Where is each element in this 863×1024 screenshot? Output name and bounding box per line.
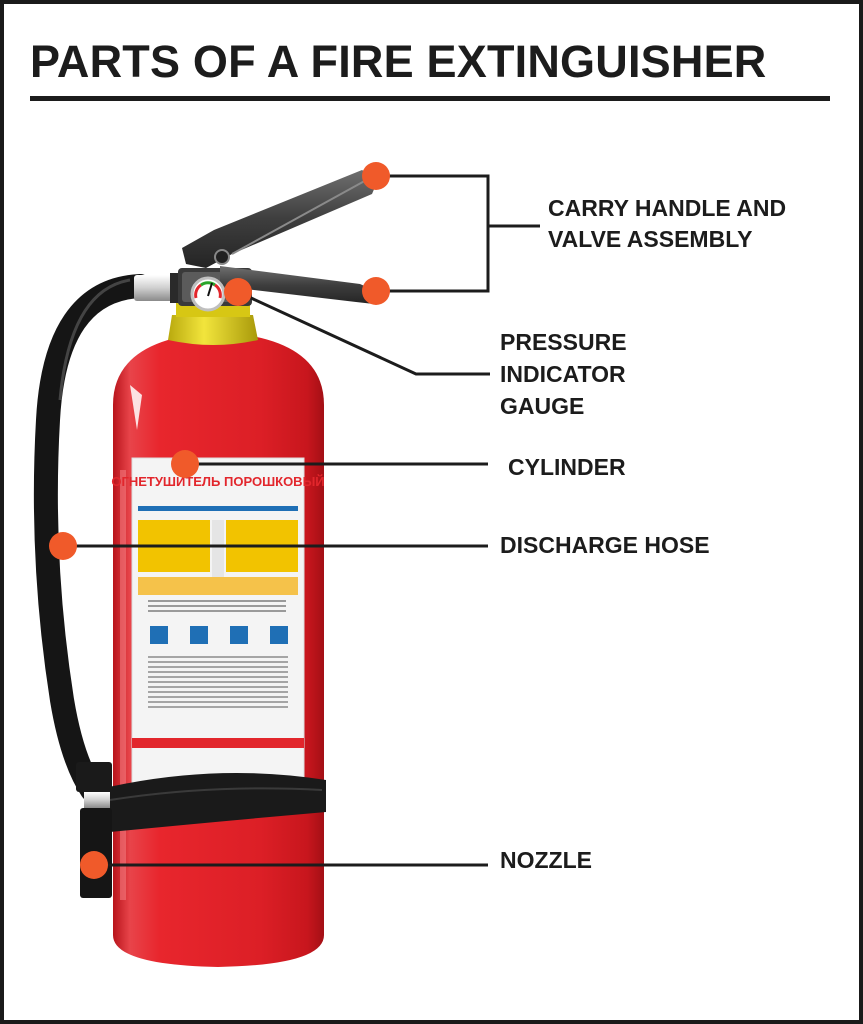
pressure-gauge-label-line2: INDICATOR <box>500 361 626 387</box>
carry-handle-label: CARRY HANDLE AND VALVE ASSEMBLY <box>548 193 786 255</box>
discharge-hose-marker <box>49 532 77 560</box>
hose-fitting <box>134 273 184 303</box>
pressure-gauge-label-line3: GAUGE <box>500 393 585 419</box>
extinguisher-label-text: ОГНЕТУШИТЕЛЬ ПОРОШКОВЫЙ <box>111 474 324 489</box>
pressure-gauge <box>190 276 226 312</box>
cylinder-label: CYLINDER <box>508 452 626 483</box>
nozzle-marker <box>80 851 108 879</box>
mounting-band <box>96 772 326 832</box>
extinguisher-label-panel: ОГНЕТУШИТЕЛЬ ПОРОШКОВЫЙ <box>111 457 325 789</box>
discharge-hose-label-text: DISCHARGE HOSE <box>500 532 710 558</box>
nozzle-label-text: NOZZLE <box>500 847 592 873</box>
carry-handle-label-line1: CARRY HANDLE AND <box>548 195 787 221</box>
callout-markers <box>49 162 390 879</box>
cylinder-label-text: CYLINDER <box>508 454 626 480</box>
discharge-hose <box>33 274 152 802</box>
cylinder-marker <box>171 450 199 478</box>
carry-handle-bottom-marker <box>362 277 390 305</box>
carry-handle-leader-bracket <box>376 174 490 293</box>
pressure-gauge-marker <box>224 278 252 306</box>
page-title: PARTS OF A FIRE EXTINGUISHER <box>30 36 767 87</box>
carry-handle-label-line2: VALVE ASSEMBLY <box>548 226 753 252</box>
discharge-hose-label: DISCHARGE HOSE <box>500 530 710 561</box>
title-underline <box>30 96 830 101</box>
pressure-gauge-leader <box>237 290 490 376</box>
carry-handle <box>182 170 378 304</box>
nozzle-label: NOZZLE <box>500 845 592 876</box>
pressure-gauge-label-line1: PRESSURE <box>500 329 627 355</box>
carry-handle-top-marker <box>362 162 390 190</box>
pressure-gauge-label: PRESSURE INDICATOR GAUGE <box>500 326 627 422</box>
leader-lines <box>63 174 540 867</box>
